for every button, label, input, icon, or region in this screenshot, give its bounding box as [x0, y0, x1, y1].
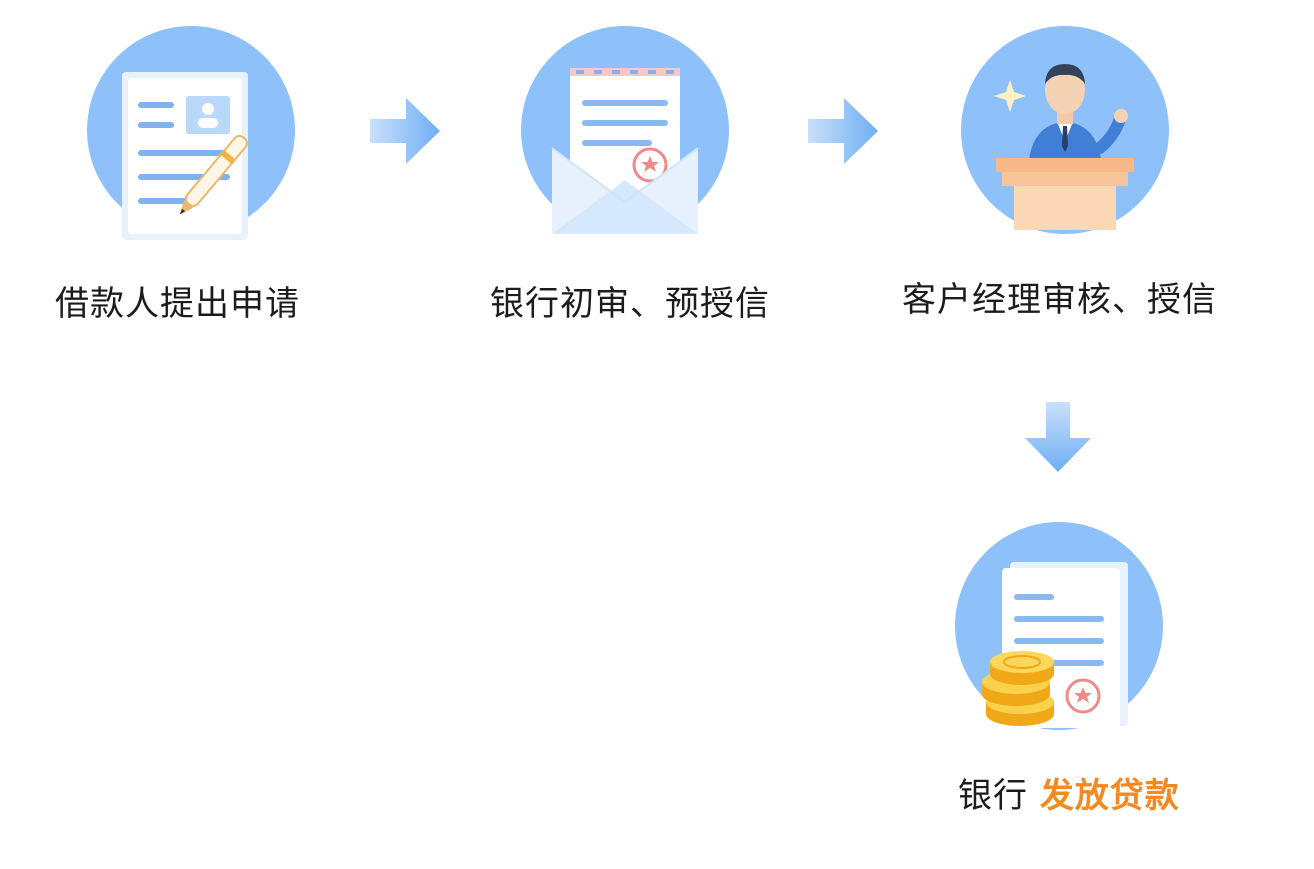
- manager-podium-icon: [950, 20, 1180, 250]
- arrow-right-icon: [808, 98, 878, 164]
- loan-document-coins-icon: [944, 516, 1174, 746]
- arrow-down-icon: [1025, 402, 1091, 472]
- step-disburse-loan-highlight: 发放贷款: [1039, 776, 1180, 816]
- step-disburse-loan-label: 银行 发放贷款: [958, 776, 1180, 816]
- application-form-icon: [76, 20, 306, 250]
- envelope-letter-icon: [510, 20, 740, 250]
- step-disburse-loan-prefix: 银行: [958, 776, 1028, 816]
- step-manager-review-label: 客户经理审核、授信: [902, 280, 1217, 320]
- arrow-right-icon: [370, 98, 440, 164]
- step-apply-label: 借款人提出申请: [55, 284, 300, 324]
- step-preliminary-review-label: 银行初审、预授信: [490, 284, 770, 324]
